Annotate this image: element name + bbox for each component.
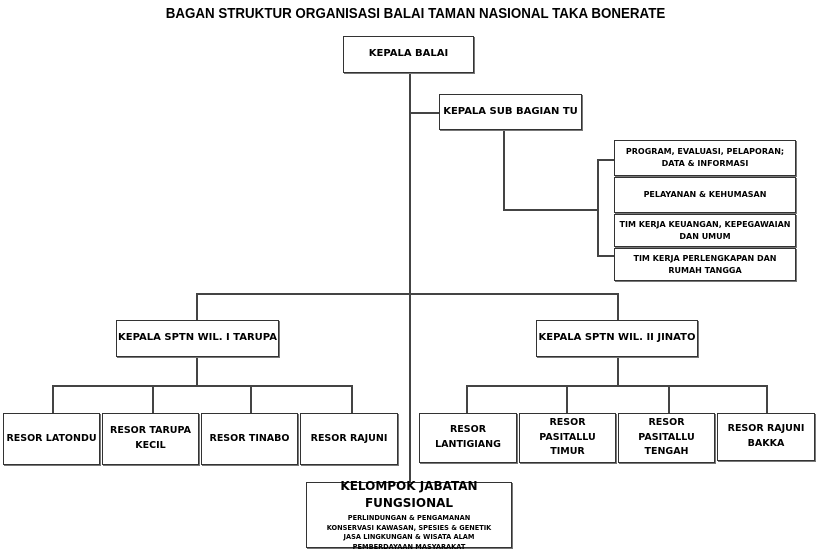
box-sptn-wil-2: KEPALA SPTN WIL. II JINATO <box>536 320 698 357</box>
jabatan-fungsional-title: KELOMPOK JABATAN FUNGSIONAL <box>340 478 478 510</box>
box-resor: RESOR TARUPA KECIL <box>102 413 199 465</box>
connector-resor1-d <box>351 385 353 413</box>
resor-label: RESOR RAJUNI <box>310 432 388 444</box>
sub-bagian-tu-label: KEPALA SUB BAGIAN TU <box>443 105 578 117</box>
chart-title: BAGAN STRUKTUR ORGANISASI BALAI TAMAN NA… <box>165 6 666 22</box>
connector-staff-4 <box>597 255 614 257</box>
resor-label: RESOR TINABO <box>209 432 290 444</box>
resor-label-line: RESOR <box>449 424 487 436</box>
resor-label-line: KECIL <box>135 440 166 451</box>
box-resor: RESOR LANTIGIANG <box>419 413 517 463</box>
box-resor: RESOR PASITALLU TIMUR <box>519 413 616 463</box>
connector-resor2-b <box>566 385 568 413</box>
connector-staff-1 <box>597 159 614 161</box>
kepala-balai-label: KEPALA BALAI <box>368 48 449 60</box>
connector-sptn2-down <box>617 357 619 385</box>
box-resor: RESOR RAJUNI BAKKA <box>717 413 815 461</box>
connector-staff-bracket <box>597 159 599 256</box>
connector-resor2-a <box>466 385 468 413</box>
resor-label-line: RESOR TARUPA <box>110 425 191 437</box>
box-resor: RESOR LATONDU <box>3 413 100 465</box>
resor-label-line: PASITALLU <box>638 431 695 443</box>
resor-label-line: RESOR RAJUNI <box>727 423 805 435</box>
resor-label: RESOR LATONDU <box>6 432 97 444</box>
box-resor: RESOR TINABO <box>201 413 298 465</box>
resor-label-line: TENGAH <box>644 446 689 458</box>
jabatan-fungsional-item: PERLINDUNGAN & PENGAMANAN <box>347 514 471 523</box>
box-resor: RESOR PASITALLU TENGAH <box>618 413 715 463</box>
connector-resor1-bar <box>52 385 352 387</box>
sptn-label: KEPALA SPTN WIL. II JINATO <box>538 332 696 344</box>
connector-to-subbag <box>409 112 439 114</box>
resor-label-line: RESOR <box>549 416 586 428</box>
connector-resor2-bar <box>466 385 767 387</box>
box-sptn-wil-1: KEPALA SPTN WIL. I TARUPA <box>116 320 279 357</box>
staff-label-line2: RUMAH TANGGA <box>668 265 742 275</box>
connector-resor1-a <box>52 385 54 413</box>
box-kepala-sub-bagian-tu: KEPALA SUB BAGIAN TU <box>439 94 582 130</box>
box-staff-pelayanan: PELAYANAN & KEHUMASAN <box>614 177 796 213</box>
box-resor: RESOR RAJUNI <box>300 413 398 465</box>
resor-label-line: PASITALLU <box>539 431 596 443</box>
jabatan-fungsional-item: PEMBERDAYAAN MASYARAKAT <box>352 542 466 551</box>
connector-subbag-down <box>503 130 505 210</box>
box-staff-keuangan: TIM KERJA KEUANGAN, KEPEGAWAIAN DAN UMUM <box>614 214 796 247</box>
box-staff-program: PROGRAM, EVALUASI, PELAPORAN; DATA & INF… <box>614 140 796 176</box>
sptn-label: KEPALA SPTN WIL. I TARUPA <box>118 332 277 344</box>
connector-sptn1-up <box>196 293 198 320</box>
connector-resor1-c <box>250 385 252 413</box>
jabatan-fungsional-item: JASA LINGKUNGAN & WISATA ALAM <box>343 533 475 542</box>
box-kelompok-jabatan-fungsional: KELOMPOK JABATAN FUNGSIONAL PERLINDUNGAN… <box>306 479 512 551</box>
connector-resor1-b <box>152 385 154 413</box>
resor-label-line: LANTIGIANG <box>435 439 501 450</box>
connector-resor2-c <box>668 385 670 413</box>
staff-label-line1: TIM KERJA KEUANGAN, KEPEGAWAIAN <box>619 219 791 229</box>
box-staff-perlengkapan: TIM KERJA PERLENGKAPAN DAN RUMAH TANGGA <box>614 248 796 281</box>
connector-main-trunk <box>409 73 411 482</box>
jabatan-fungsional-item: KONSERVASI KAWASAN, SPESIES & GENETIK <box>326 523 492 532</box>
connector-sptn1-down <box>196 357 198 385</box>
connector-subbag-staff <box>503 209 597 211</box>
resor-label-line: BAKKA <box>747 438 785 449</box>
connector-resor2-d <box>766 385 768 413</box>
staff-label-line1: TIM KERJA PERLENGKAPAN DAN <box>633 253 777 263</box>
staff-label-line2: DATA & INFORMASI <box>661 159 749 168</box>
connector-sptn2-up <box>617 293 619 320</box>
resor-label-line: TIMUR <box>550 446 585 458</box>
staff-label-line2: DAN UMUM <box>679 231 731 241</box>
connector-sptn-bar <box>196 293 618 295</box>
box-kepala-balai: KEPALA BALAI <box>343 36 474 73</box>
staff-label-line1: PROGRAM, EVALUASI, PELAPORAN; <box>625 147 785 156</box>
resor-label-line: RESOR <box>648 416 685 428</box>
staff-label-line1: PELAYANAN & KEHUMASAN <box>643 190 767 199</box>
